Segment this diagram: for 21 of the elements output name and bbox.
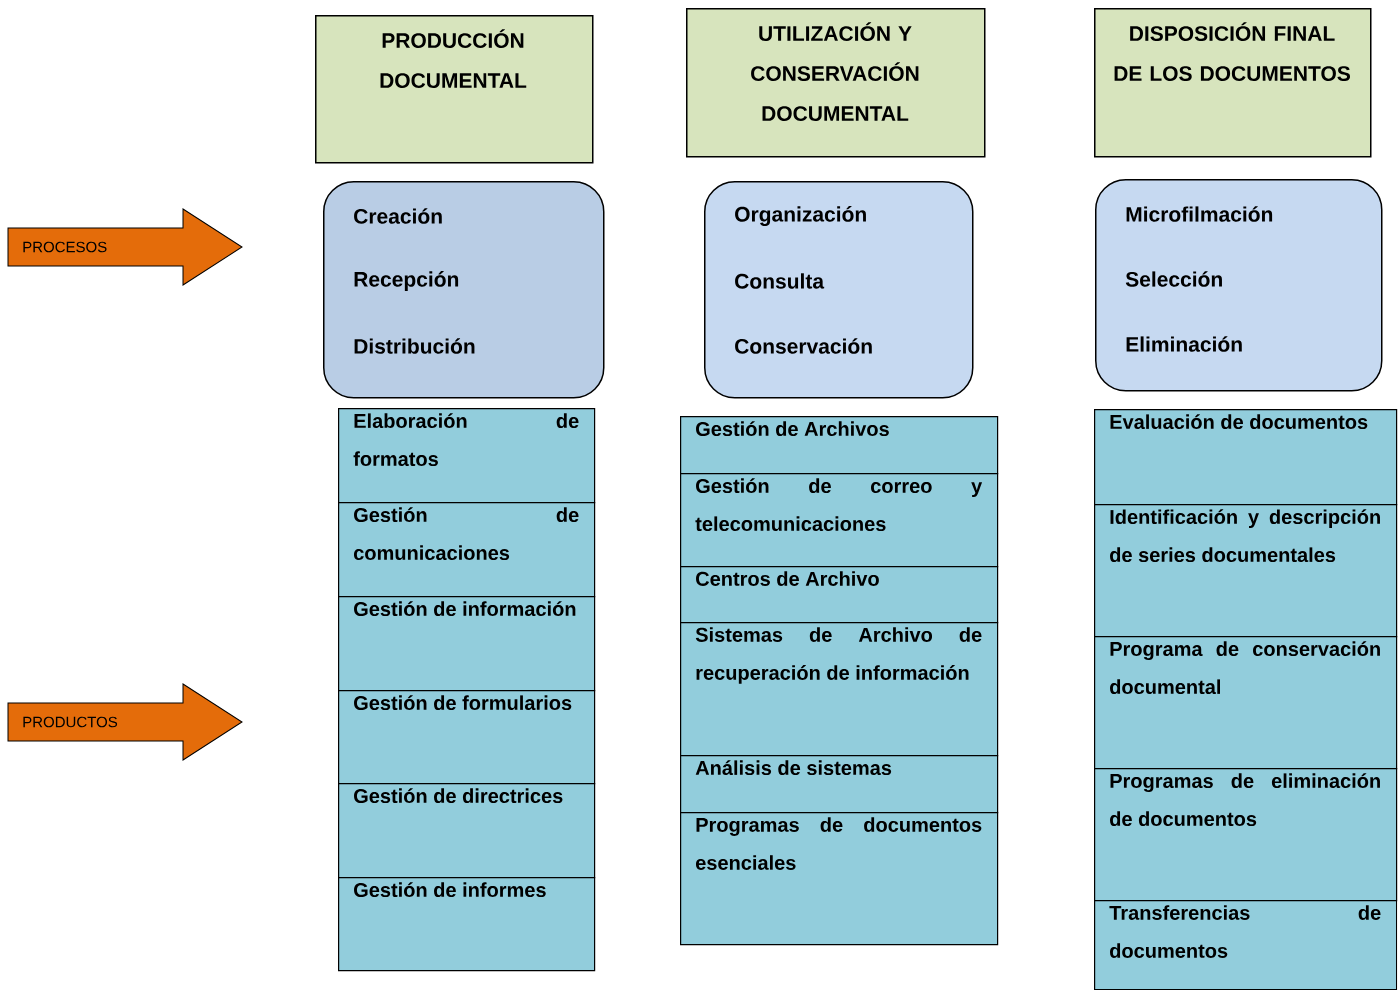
product-cell: Gestión de informes — [338, 877, 596, 972]
stage-header-box: UTILIZACIÓN Y CONSERVACIÓN DOCUMENTAL — [686, 8, 986, 158]
product-cell: Transferencias de documentos — [1094, 900, 1398, 990]
product-cell: Gestión de información — [338, 596, 596, 692]
product-cell: Programas de eliminación de documentos — [1094, 768, 1398, 902]
product-cell: Identificación y descripción de series documentales — [1094, 504, 1398, 638]
product-cell: Gestión de correo y telecomunicaciones — [680, 473, 999, 568]
process-box: Creación Recepción Distribución — [323, 181, 605, 399]
process-box: Microfilmación Selección Eliminación — [1095, 179, 1383, 392]
product-cell: Programa de conservación documental — [1094, 636, 1398, 770]
product-cell: Evaluación de documentos — [1094, 409, 1398, 506]
product-cell: Centros de Archivo — [680, 566, 999, 624]
stage-header-box: PRODUCCIÓN DOCUMENTAL — [315, 15, 594, 164]
stage-header-box: DISPOSICIÓN FINAL DE LOS DOCUMENTOS — [1094, 8, 1372, 158]
product-cell: Gestión de Archivos — [680, 416, 999, 475]
process-box: Organización Consulta Conservación — [704, 181, 974, 399]
product-cell: Gestión de formularios — [338, 690, 596, 785]
product-cell: Gestión de comunicaciones — [338, 502, 596, 598]
product-cell: Análisis de sistemas — [680, 755, 999, 814]
product-cell: Gestión de directrices — [338, 783, 596, 879]
product-cell: Elaboración de formatos — [338, 408, 596, 504]
